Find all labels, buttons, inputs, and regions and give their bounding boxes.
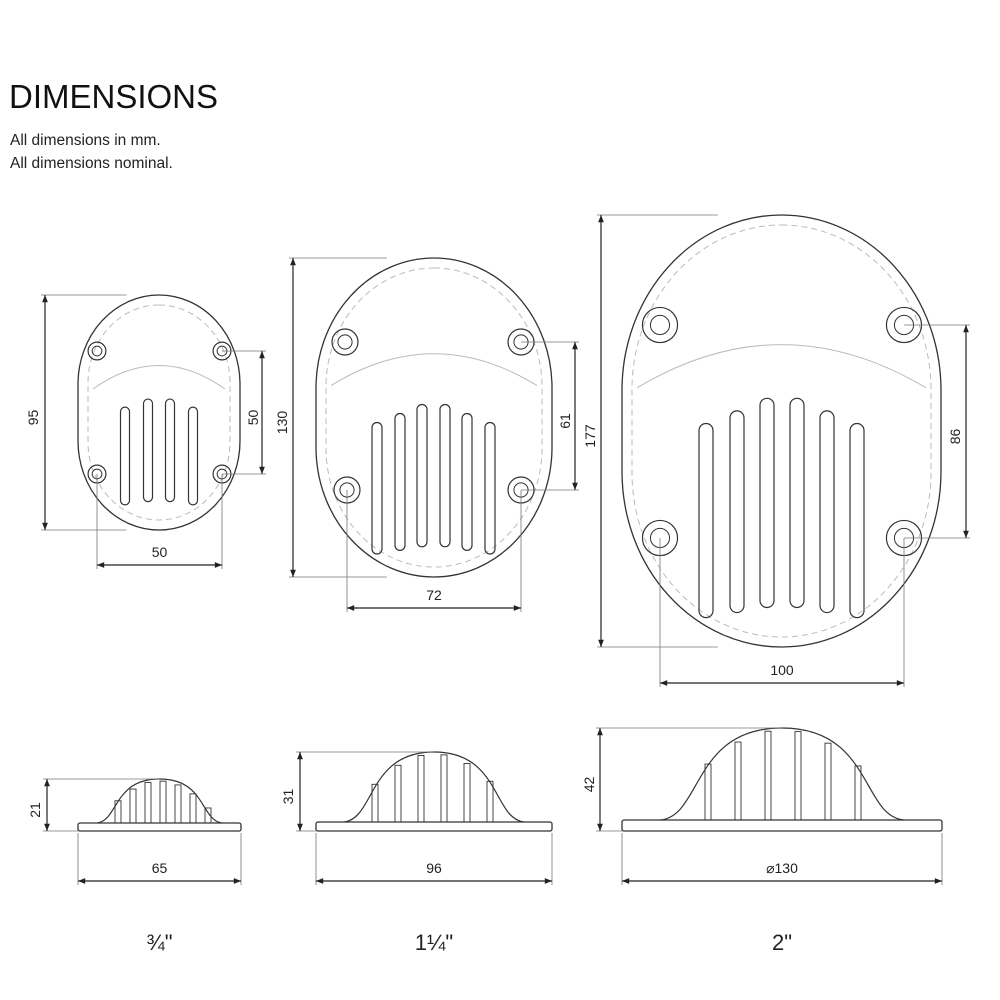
- strainer-base-plate: [77, 822, 242, 832]
- profile-slot: [824, 742, 832, 821]
- profile-slot: [371, 783, 379, 823]
- screw-hole-icon: [87, 341, 107, 361]
- profile-slot: [794, 731, 802, 821]
- strainer-hidden-outline: [325, 267, 543, 568]
- hole-spacing-vertical-dimension-label: 50: [245, 410, 261, 426]
- grille-slot: [394, 412, 406, 551]
- grille-slot: [484, 421, 496, 555]
- overall-height-dimension-label: 95: [25, 410, 41, 426]
- strainer-hidden-outline: [631, 224, 932, 638]
- hole-spacing-horizontal-dimension-label: 50: [152, 544, 168, 560]
- overall-height-dimension-label: 177: [582, 424, 598, 448]
- grille-slot: [698, 422, 714, 619]
- grille-slot: [416, 403, 428, 548]
- strainer-base-plate: [621, 819, 943, 832]
- overall-height-dimension-label: 130: [274, 411, 290, 435]
- size-label: ¾": [146, 930, 172, 955]
- profile-height-dimension-label: 21: [27, 802, 43, 818]
- profile-height-dimension-label: 31: [280, 789, 296, 805]
- base-width-dimension-label: 65: [152, 860, 168, 876]
- profile-slot: [463, 763, 471, 823]
- profile-slot: [129, 788, 137, 824]
- profile-slot: [417, 755, 425, 823]
- strainer-hidden-outline: [87, 304, 231, 521]
- profile-slot: [704, 763, 712, 821]
- profile-slot: [734, 741, 742, 821]
- grille-slot: [187, 406, 199, 506]
- screw-hole-inner: [337, 334, 353, 350]
- hole-spacing-horizontal-dimension-label: 100: [770, 662, 794, 678]
- profile-slot: [189, 793, 197, 824]
- profile-slot: [114, 800, 122, 824]
- dome-hidden-line: [636, 344, 927, 389]
- strainer-dome-profile: [344, 751, 524, 823]
- grille-slot: [729, 410, 745, 614]
- strainer-base-plate: [315, 821, 553, 832]
- hole-spacing-horizontal-dimension-label: 72: [426, 587, 442, 603]
- profile-slot: [854, 765, 862, 821]
- screw-hole-inner: [649, 314, 671, 336]
- grille-slot: [439, 403, 451, 548]
- profile-slot: [764, 730, 772, 821]
- grille-slot: [759, 397, 775, 609]
- screw-hole-inner: [91, 345, 103, 357]
- strainer-top-outline: [621, 214, 942, 648]
- size-label: 1¼": [415, 930, 453, 955]
- profile-slot: [159, 780, 167, 824]
- dome-hidden-line: [330, 353, 538, 387]
- profile-slot: [394, 764, 402, 823]
- strainer-dome-profile: [660, 727, 904, 821]
- strainer-top-outline: [77, 294, 241, 531]
- profile-slot: [486, 780, 494, 823]
- strainer-top-outline: [315, 257, 553, 578]
- grille-slot: [142, 398, 154, 503]
- grille-slot: [371, 421, 383, 555]
- grille-slot: [164, 398, 176, 503]
- page-title: DIMENSIONS: [9, 78, 219, 115]
- hole-spacing-vertical-dimension-label: 86: [947, 429, 963, 445]
- units-note: All dimensions in mm.: [10, 132, 161, 149]
- grille-slot: [461, 412, 473, 551]
- grille-slot: [789, 397, 805, 609]
- profile-slot: [144, 782, 152, 824]
- dome-hidden-line: [92, 365, 226, 390]
- size-label: 2": [772, 930, 792, 955]
- grille-slot: [119, 406, 131, 506]
- grille-slot: [849, 422, 865, 619]
- base-width-dimension-label: ⌀130: [766, 860, 798, 876]
- profile-height-dimension-label: 42: [581, 777, 597, 793]
- grille-slot: [819, 410, 835, 614]
- profile-slot: [440, 754, 448, 823]
- hole-spacing-vertical-dimension-label: 61: [557, 413, 573, 429]
- profile-slot: [204, 807, 212, 824]
- screw-hole-icon: [331, 328, 359, 356]
- base-width-dimension-label: 96: [426, 860, 442, 876]
- screw-hole-icon: [641, 306, 679, 344]
- nominal-note: All dimensions nominal.: [10, 155, 173, 172]
- profile-slot: [174, 784, 182, 824]
